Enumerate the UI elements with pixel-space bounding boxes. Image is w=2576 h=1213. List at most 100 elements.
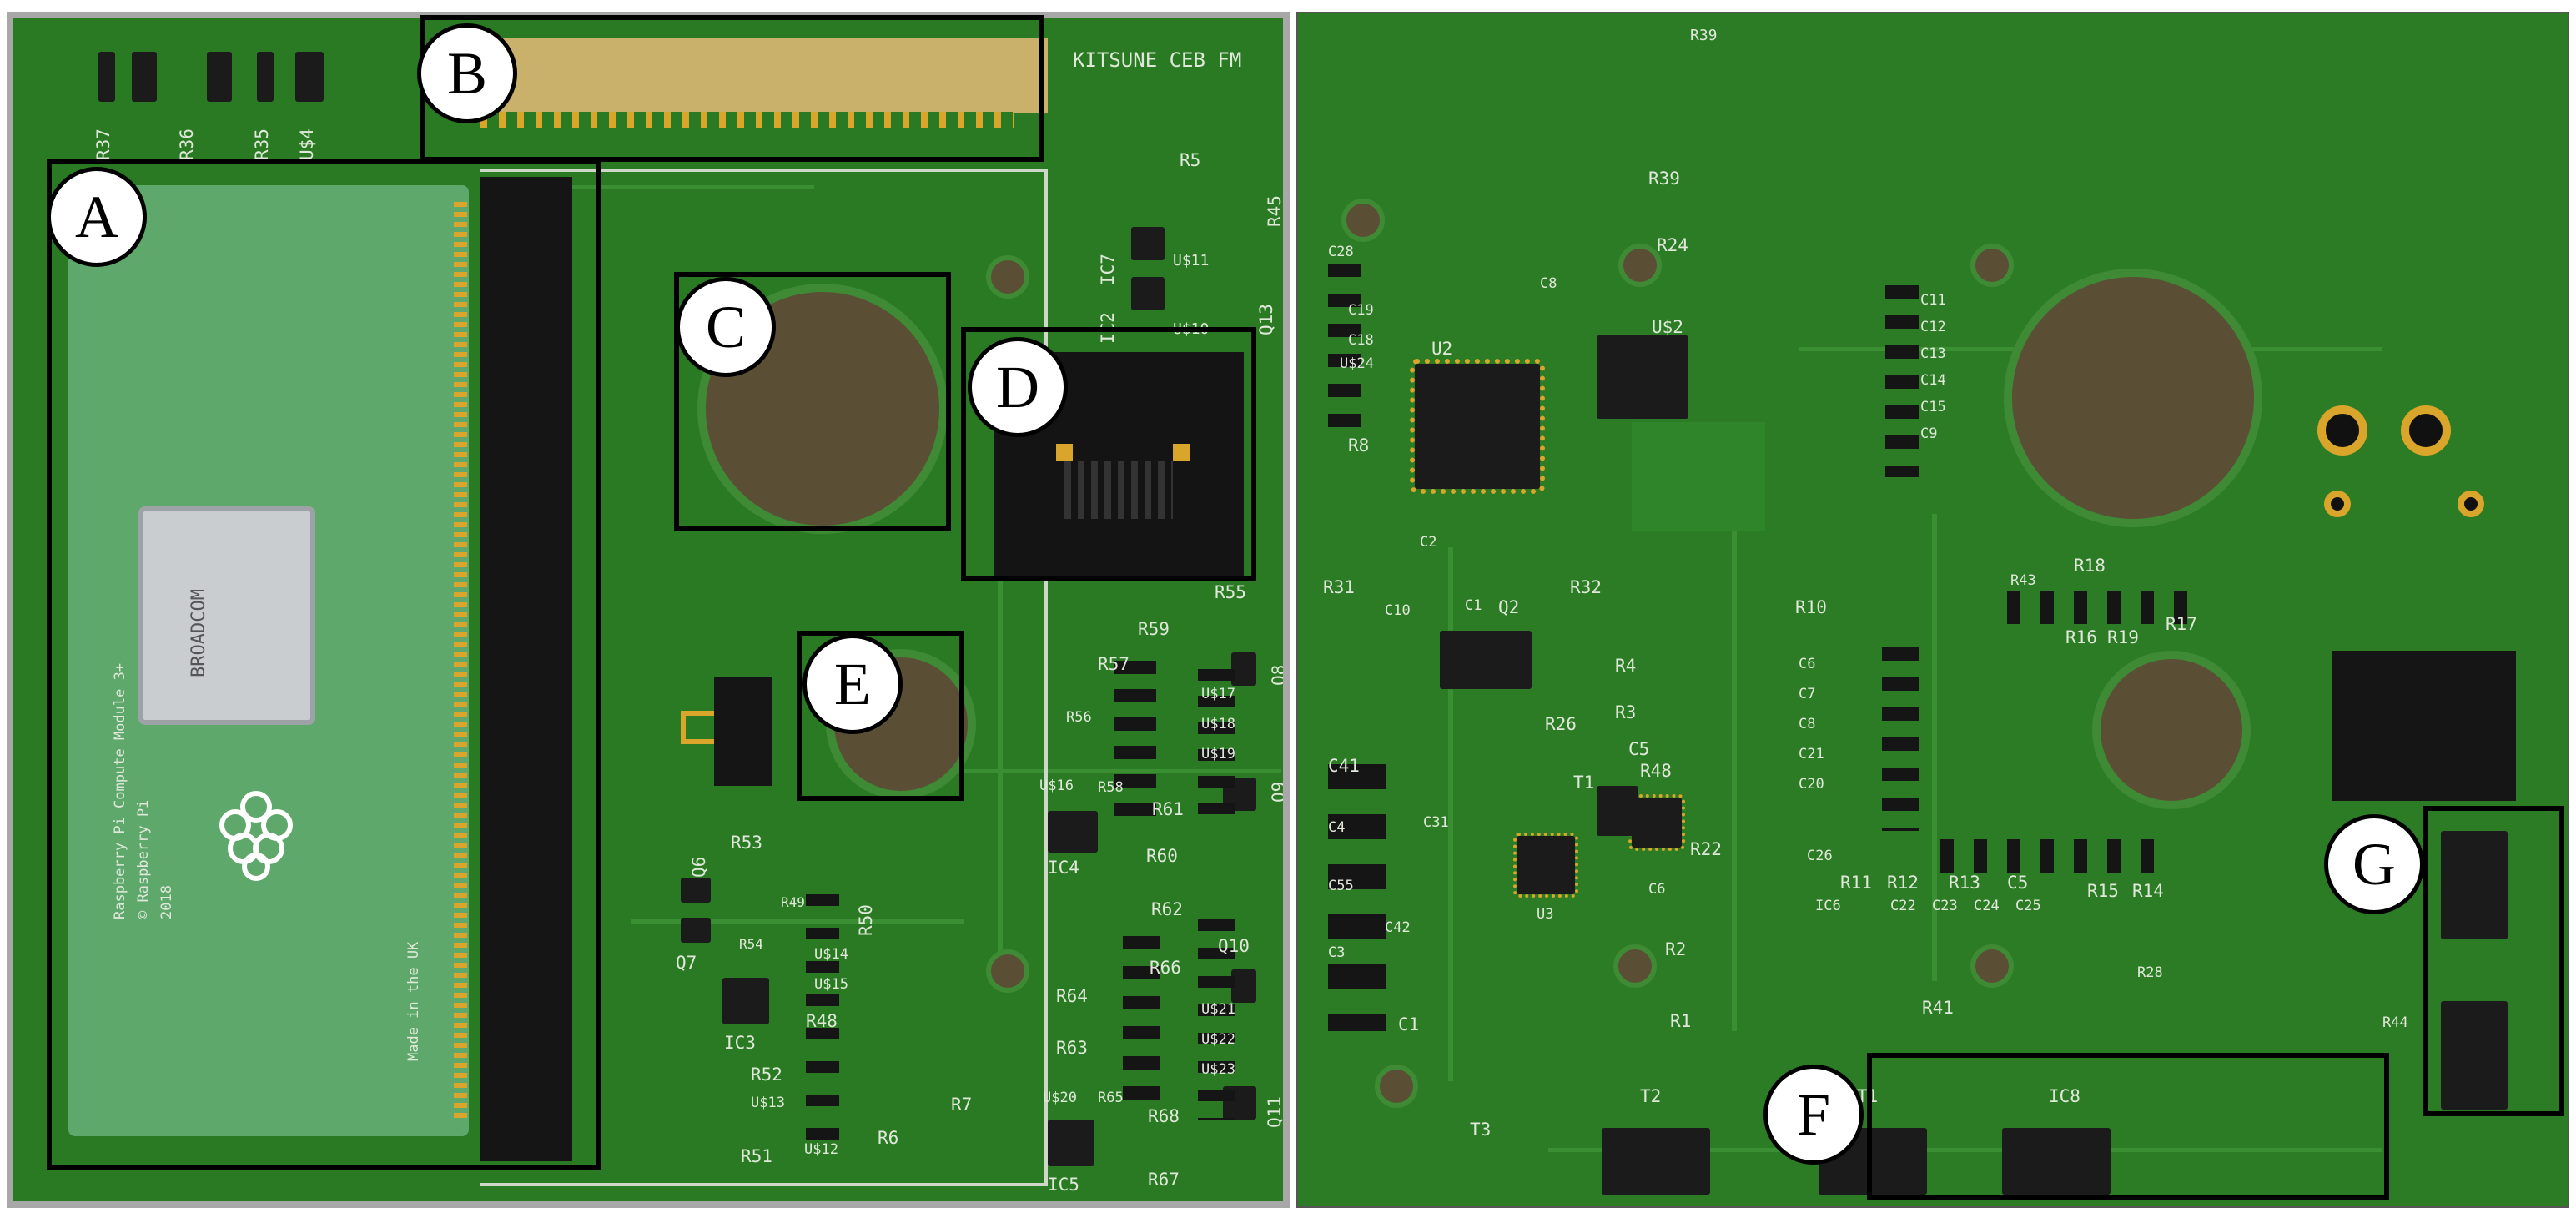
designator-label: U$23 — [1201, 1061, 1235, 1078]
designator-label: Q6 — [689, 856, 709, 878]
ic-package — [1597, 335, 1688, 419]
ic-package — [1628, 794, 1685, 851]
jst-connector — [2441, 1001, 2508, 1110]
designator-label: R67 — [1148, 1170, 1180, 1190]
designator-label: Q11 — [1265, 1096, 1285, 1128]
ffc-connector-pins — [480, 112, 1014, 128]
designator-label: R28 — [2137, 964, 2163, 981]
designator-label: U$11 — [1173, 252, 1210, 269]
designator-label: R52 — [751, 1065, 782, 1085]
designator-label: R58 — [1098, 779, 1124, 796]
ic-package — [1048, 811, 1098, 853]
designator-label: C20 — [1799, 776, 1824, 793]
designator-label: IC7 — [1098, 254, 1118, 285]
designator-label: U$15 — [814, 976, 848, 993]
designator-label: C23 — [1932, 898, 1958, 914]
designator-label: R8 — [1348, 435, 1370, 456]
jst-connector — [1602, 1128, 1710, 1195]
designator-label: C12 — [1920, 319, 1946, 335]
designator-label: R32 — [1570, 577, 1602, 597]
designator-label: IC6 — [1815, 898, 1841, 914]
designator-label: R5 — [1180, 150, 1201, 170]
region-box-f — [1867, 1053, 2389, 1200]
designator-label: U$13 — [751, 1095, 785, 1111]
region-box-a — [47, 159, 601, 1170]
gold-annular-pad — [2458, 491, 2484, 517]
ic-package — [1513, 833, 1578, 898]
designator-label: R4 — [1615, 656, 1637, 676]
component-pad — [295, 52, 324, 102]
designator-label: R48 — [1640, 761, 1672, 781]
designator-label: R50 — [856, 904, 876, 936]
ethernet-jack-pins — [1064, 461, 1173, 519]
designator-label: R54 — [739, 936, 763, 952]
capacitor-array — [1328, 264, 1361, 430]
designator-label: R17 — [2166, 614, 2197, 634]
designator-label: R3 — [1615, 702, 1637, 722]
module-outline — [480, 169, 1048, 1186]
designator-label: Q8 — [1269, 664, 1289, 686]
designator-label: R48 — [806, 1011, 838, 1031]
designator-label: T1 — [1573, 773, 1595, 793]
ethernet-jack-tab — [1173, 444, 1190, 461]
designator-label: R49 — [781, 894, 805, 910]
gold-annular-pad — [2317, 405, 2367, 456]
jst-connector — [2441, 831, 2508, 939]
ic-package — [1440, 631, 1532, 689]
designator-label: R59 — [1138, 619, 1170, 639]
designator-label: C25 — [2015, 898, 2041, 914]
ic-package — [1131, 277, 1165, 310]
designator-label: R44 — [2382, 1014, 2408, 1031]
designator-label: U2 — [1431, 339, 1453, 359]
designator-label: C8 — [1540, 275, 1557, 292]
designator-label: U$16 — [1039, 778, 1074, 794]
designator-label: R45 — [1265, 195, 1285, 227]
region-box-d — [961, 327, 1256, 581]
designator-label: U$17 — [1201, 686, 1235, 702]
designator-label: C7 — [1799, 686, 1816, 702]
designator-label: C24 — [1974, 898, 2000, 914]
designator-label: Q9 — [1269, 781, 1289, 803]
jst-connector — [2002, 1128, 2111, 1195]
designator-label: U$2 — [1652, 317, 1683, 337]
ic-package — [722, 978, 769, 1024]
designator-label: U$19 — [1201, 746, 1235, 763]
designator-label: R11 — [1840, 873, 1872, 893]
component-pad — [257, 52, 274, 102]
designator-label: R12 — [1887, 873, 1919, 893]
designator-label: R7 — [951, 1095, 973, 1115]
designator-label: C1 — [1398, 1014, 1420, 1034]
designator-label: C21 — [1799, 746, 1824, 763]
resistor-array — [1198, 919, 1235, 1120]
qfp-chip — [1410, 359, 1545, 494]
region-box-e — [797, 631, 964, 801]
designator-label: C15 — [1920, 399, 1946, 415]
designator-label: U$20 — [1043, 1090, 1077, 1106]
designator-label: T2 — [1640, 1086, 1662, 1106]
designator-label: IC3 — [724, 1033, 756, 1053]
resistor-array — [1123, 936, 1160, 1103]
designator-label: U$22 — [1201, 1031, 1235, 1048]
pcb-trace — [1548, 1148, 2382, 1152]
designator-label: R64 — [1056, 986, 1088, 1006]
designator-label: R13 — [1949, 873, 1980, 893]
capacitor-array — [1882, 647, 1919, 831]
designator-label: R6 — [878, 1128, 899, 1148]
resistor-array — [1198, 669, 1235, 819]
designator-label: C4 — [1328, 819, 1346, 836]
via-pad — [1613, 944, 1657, 988]
designator-label: C19 — [1348, 302, 1374, 319]
designator-label: IC5 — [1048, 1175, 1079, 1195]
designator-label: R53 — [731, 833, 762, 853]
designator-label: U$14 — [814, 946, 848, 963]
designator-label: R31 — [1323, 577, 1355, 597]
designator-label: C41 — [1328, 756, 1360, 776]
region-box-g — [2423, 806, 2564, 1116]
designator-label: Q10 — [1218, 936, 1250, 956]
designator-label: R63 — [1056, 1038, 1088, 1058]
capacitor-array — [1328, 764, 1386, 1031]
via-pad — [1618, 244, 1662, 287]
soic-chip — [2332, 651, 2516, 801]
label-badge-c: C — [676, 277, 776, 377]
designator-label: C55 — [1328, 878, 1354, 894]
